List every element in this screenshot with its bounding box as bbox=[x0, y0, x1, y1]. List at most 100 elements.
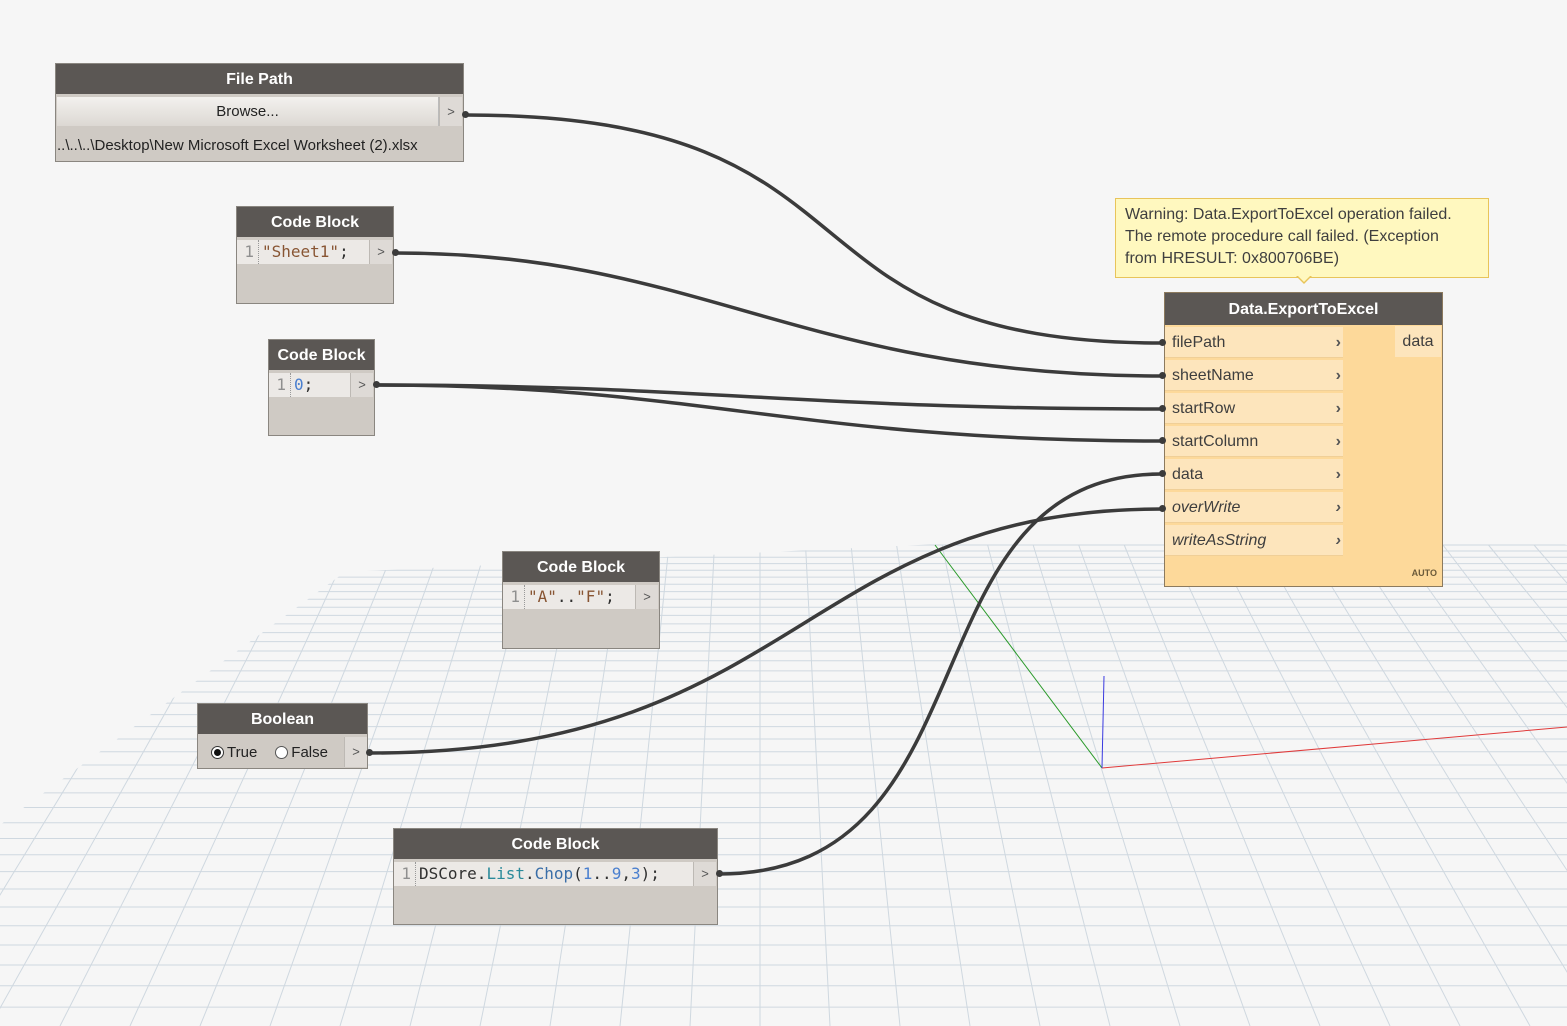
number-9: 9 bbox=[611, 864, 622, 883]
comma: , bbox=[621, 864, 631, 883]
code-editor[interactable]: "A".."F"; bbox=[525, 585, 615, 609]
output-port[interactable]: > bbox=[693, 862, 716, 886]
method-name: Chop bbox=[534, 864, 574, 883]
paren-open: ( bbox=[573, 864, 583, 883]
string-literal: "Sheet1" bbox=[262, 242, 340, 261]
input-port-startcolumn[interactable]: startColumn › bbox=[1165, 426, 1343, 457]
browse-button[interactable]: Browse... bbox=[57, 97, 439, 126]
output-port-data[interactable]: data bbox=[1395, 326, 1441, 357]
line-number: 1 bbox=[269, 373, 291, 397]
output-connector[interactable] bbox=[716, 870, 723, 877]
z-axis-line bbox=[1101, 675, 1105, 769]
semicolon: ; bbox=[339, 242, 349, 261]
node-title: Code Block bbox=[269, 340, 374, 370]
input-connector[interactable] bbox=[1159, 437, 1166, 444]
true-label: True bbox=[227, 743, 258, 761]
output-connector[interactable] bbox=[366, 749, 373, 756]
line-number: 1 bbox=[503, 585, 525, 609]
warning-tooltip: Warning: Data.ExportToExcel operation fa… bbox=[1115, 198, 1489, 278]
code-editor[interactable]: DSCore.List.Chop(1..9,3); bbox=[416, 862, 660, 886]
wire-startcolumn[interactable] bbox=[376, 383, 1163, 443]
port-label: filePath bbox=[1172, 334, 1226, 351]
input-port-sheetname[interactable]: sheetName › bbox=[1165, 360, 1343, 391]
input-port-writeasstring[interactable]: writeAsString › bbox=[1165, 525, 1343, 556]
input-connector[interactable] bbox=[1159, 372, 1166, 379]
class-name: List bbox=[486, 864, 525, 883]
semicolon: ; bbox=[303, 375, 314, 394]
chevron-right-icon: › bbox=[1335, 466, 1341, 483]
string-literal-f: "F" bbox=[576, 587, 606, 606]
output-port[interactable]: > bbox=[369, 240, 392, 264]
output-connector[interactable] bbox=[392, 249, 399, 256]
output-port[interactable]: > bbox=[344, 737, 367, 767]
file-path-node[interactable]: File Path Browse... > ..\..\..\Desktop\N… bbox=[55, 63, 464, 162]
input-connector[interactable] bbox=[1159, 470, 1166, 477]
input-port-data[interactable]: data › bbox=[1165, 459, 1343, 490]
boolean-node[interactable]: Boolean True False > bbox=[197, 703, 368, 769]
true-radio[interactable] bbox=[211, 745, 224, 759]
dot: . bbox=[476, 864, 487, 883]
x-axis-line bbox=[1101, 726, 1567, 769]
output-port[interactable]: > bbox=[635, 585, 658, 609]
wire-sheetname[interactable] bbox=[395, 251, 1163, 378]
false-radio[interactable] bbox=[275, 745, 289, 759]
input-connector[interactable] bbox=[1159, 505, 1166, 512]
chevron-right-icon: › bbox=[1335, 367, 1341, 384]
code-block-node-chop[interactable]: Code Block 1 DSCore.List.Chop(1..9,3); > bbox=[393, 828, 718, 925]
input-port-filepath[interactable]: filePath › bbox=[1165, 327, 1343, 358]
node-title: Code Block bbox=[394, 829, 717, 859]
output-connector[interactable] bbox=[373, 381, 380, 388]
code-editor[interactable]: 0; bbox=[291, 373, 313, 397]
namespace: DSCore bbox=[419, 864, 477, 883]
wire-filepath[interactable] bbox=[465, 113, 1163, 345]
output-connector[interactable] bbox=[462, 111, 469, 118]
node-title: Data.ExportToExcel bbox=[1165, 293, 1442, 325]
input-connector[interactable] bbox=[1159, 339, 1166, 346]
semicolon: ; bbox=[605, 587, 615, 606]
file-path-text: ..\..\..\Desktop\New Microsoft Excel Wor… bbox=[57, 137, 418, 154]
paren-close: ); bbox=[640, 864, 660, 883]
node-title: Code Block bbox=[237, 207, 393, 237]
number-3: 3 bbox=[630, 864, 641, 883]
range-operator: .. bbox=[592, 864, 612, 883]
number-1: 1 bbox=[582, 864, 593, 883]
output-port[interactable]: > bbox=[350, 373, 373, 397]
port-label: sheetName bbox=[1172, 367, 1254, 384]
number-literal: 0 bbox=[294, 375, 304, 394]
warning-line-2: The remote procedure call failed. (Excep… bbox=[1125, 228, 1439, 245]
input-port-overwrite[interactable]: overWrite › bbox=[1165, 492, 1343, 523]
chevron-right-icon: › bbox=[1335, 499, 1341, 516]
port-label: data bbox=[1172, 466, 1204, 483]
wire-startrow[interactable] bbox=[376, 383, 1163, 411]
string-literal-a: "A" bbox=[528, 587, 557, 606]
input-port-startrow[interactable]: startRow › bbox=[1165, 393, 1343, 424]
input-connector[interactable] bbox=[1159, 405, 1166, 412]
node-title: File Path bbox=[56, 64, 463, 94]
chevron-right-icon: › bbox=[1335, 400, 1341, 417]
wire-data[interactable] bbox=[718, 472, 1163, 876]
chevron-right-icon: › bbox=[1335, 334, 1341, 351]
line-number: 1 bbox=[237, 240, 259, 264]
chevron-right-icon: › bbox=[1335, 532, 1341, 549]
false-label: False bbox=[291, 743, 328, 761]
code-block-node-sheet[interactable]: Code Block 1 "Sheet1"; > bbox=[236, 206, 394, 304]
y-axis-line bbox=[934, 544, 1103, 769]
port-label: startRow bbox=[1172, 400, 1236, 417]
warning-pointer-fill bbox=[1297, 275, 1311, 282]
warning-line-1: Warning: Data.ExportToExcel operation fa… bbox=[1125, 206, 1452, 223]
code-block-node-range[interactable]: Code Block 1 "A".."F"; > bbox=[502, 551, 660, 649]
export-to-excel-node[interactable]: Data.ExportToExcel filePath› sheetName› … bbox=[1164, 292, 1443, 587]
node-title: Code Block bbox=[503, 552, 659, 582]
range-operator: .. bbox=[556, 587, 577, 606]
code-editor[interactable]: "Sheet1"; bbox=[259, 240, 349, 264]
port-label: startColumn bbox=[1172, 433, 1259, 450]
line-number: 1 bbox=[394, 862, 416, 886]
port-label: overWrite bbox=[1172, 499, 1241, 516]
node-title: Boolean bbox=[198, 704, 367, 734]
chevron-right-icon: › bbox=[1335, 433, 1341, 450]
code-block-node-zero[interactable]: Code Block 1 0; > bbox=[268, 339, 375, 436]
output-port[interactable]: > bbox=[439, 97, 462, 126]
wire-overwrite[interactable] bbox=[369, 507, 1163, 755]
port-label: writeAsString bbox=[1172, 532, 1267, 549]
